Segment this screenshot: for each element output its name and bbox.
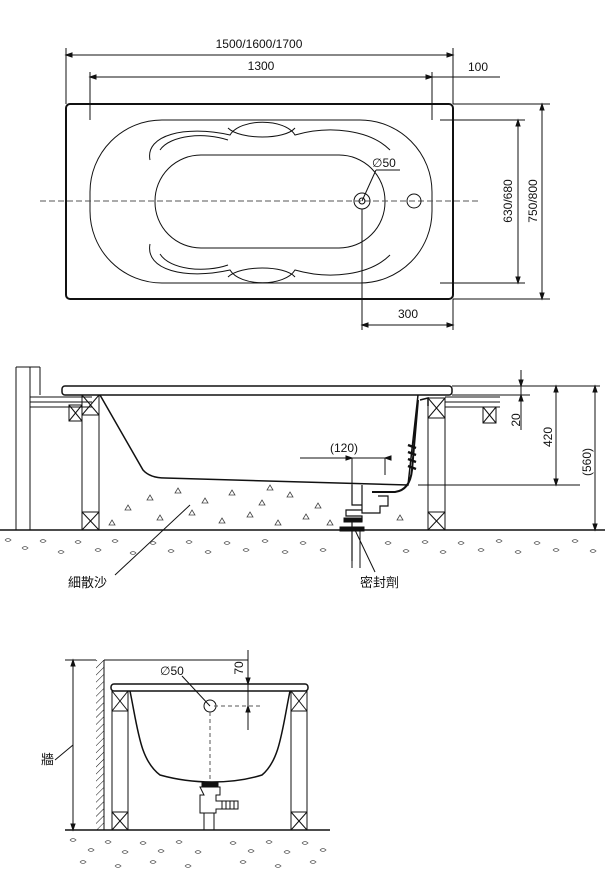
- side-rim: [61, 385, 453, 396]
- tub-outer-rim: [65, 103, 454, 300]
- overflow-height-label: 70: [232, 661, 246, 675]
- overall-length-label: 1500/1600/1700: [216, 37, 303, 51]
- drain-distance-label: (120): [330, 441, 358, 455]
- wall-label: 牆: [41, 752, 54, 767]
- wall-hatch: [96, 660, 104, 830]
- side-view: [0, 366, 605, 576]
- overflow-hole: [406, 193, 422, 209]
- total-height-label: (560): [580, 448, 594, 476]
- end-overflow-diameter-label: ∅50: [160, 664, 184, 678]
- sealant-leader-line: [354, 529, 376, 573]
- sand-leader-line: [114, 504, 191, 576]
- ground-gravel-side: [4, 538, 597, 555]
- sand-fill: [108, 484, 404, 526]
- end-rim: [110, 683, 309, 692]
- rim-height-label: 20: [509, 413, 523, 427]
- overall-width-label: 750/800: [526, 179, 540, 223]
- end-view: [54, 650, 330, 832]
- sealant-label: 密封劑: [360, 575, 399, 590]
- rim-offset-label: 100: [468, 60, 488, 74]
- inner-length-label: 1300: [248, 59, 275, 73]
- inner-width-label: 630/680: [501, 179, 515, 223]
- right-post-top: [427, 397, 446, 419]
- side-tub-body: [99, 394, 419, 486]
- sand-label: 細散沙: [68, 575, 107, 590]
- end-drain-fitting: [199, 786, 239, 814]
- drain-offset-label: 300: [398, 307, 418, 321]
- tub-depth-label: 420: [541, 427, 555, 447]
- overflow-pipe: [372, 399, 419, 493]
- drain-diameter-label: ∅50: [372, 156, 396, 170]
- top-view: [40, 48, 550, 330]
- ground-gravel-end: [69, 838, 327, 868]
